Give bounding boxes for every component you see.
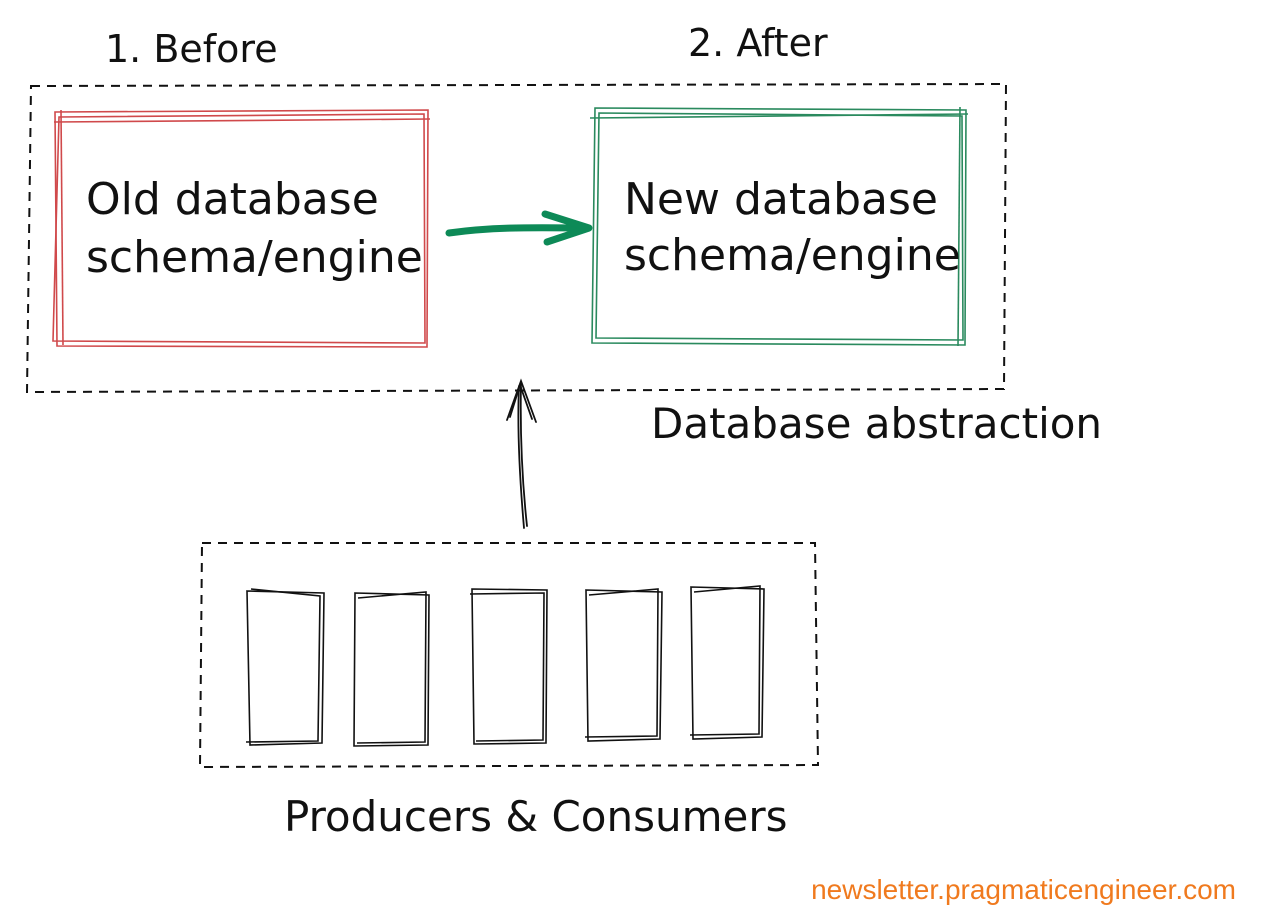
producers-consumers-label: Producers & Consumers	[284, 792, 788, 841]
service-box-5	[689, 585, 765, 740]
old-database-label-line2: schema/engine	[86, 232, 423, 283]
service-box-3	[469, 588, 548, 745]
old-database-box	[52, 109, 431, 348]
producers-consumers-container	[198, 542, 820, 769]
database-abstraction-container	[25, 82, 1008, 394]
service-box-1	[245, 588, 325, 746]
database-abstraction-label: Database abstraction	[651, 399, 1102, 448]
service-box-4	[584, 588, 663, 742]
new-database-label-line2: schema/engine	[624, 230, 961, 281]
new-database-box	[589, 106, 969, 347]
new-database-label-line1: New database	[624, 174, 938, 225]
before-label: 1. Before	[105, 27, 278, 71]
old-database-label-line1: Old database	[86, 174, 379, 225]
service-box-2	[353, 591, 430, 747]
after-label: 2. After	[688, 21, 828, 65]
source-watermark: newsletter.pragmaticengineer.com	[811, 874, 1236, 905]
migration-arrow	[445, 210, 593, 246]
access-arrow	[506, 378, 537, 529]
